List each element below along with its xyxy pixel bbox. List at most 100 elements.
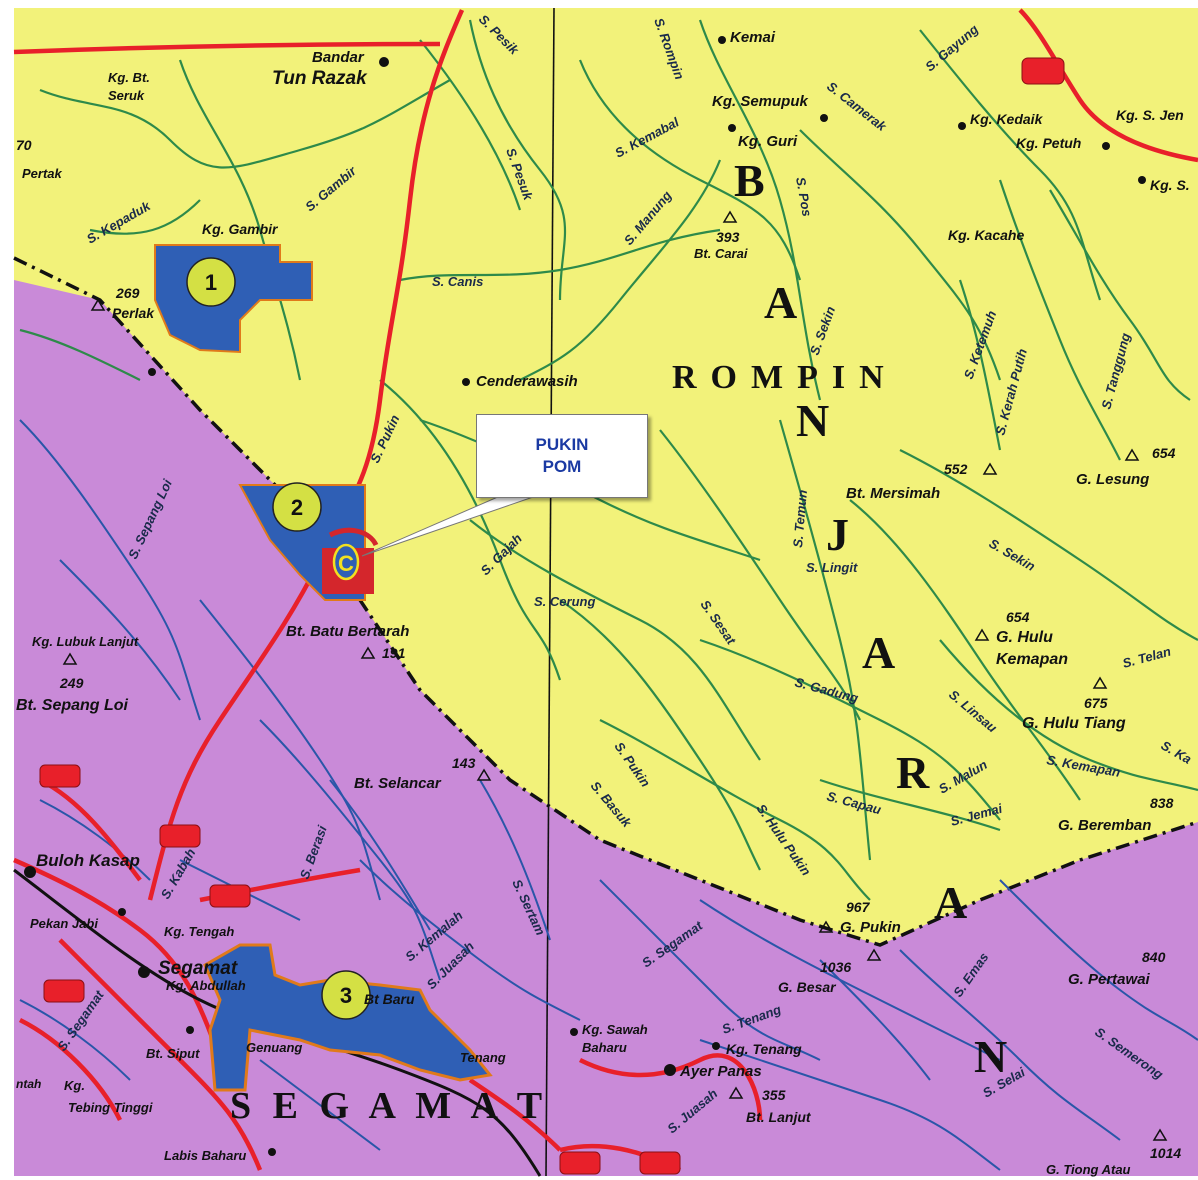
place-label: Kg. Bt. <box>108 70 150 85</box>
place-label: Kg. Semupuk <box>712 93 809 110</box>
height-label: 393 <box>716 229 740 245</box>
height-label: 191 <box>382 645 406 661</box>
place-label: Kg. S. Jen <box>1116 107 1184 123</box>
road-markers <box>39 57 1065 1175</box>
place-label: Kg. S. <box>1150 177 1190 193</box>
place-label: Segamat <box>158 958 238 979</box>
height-label: 840 <box>1142 949 1166 965</box>
place-label: Kg. Tengah <box>164 924 234 939</box>
river-label: S. Temun <box>790 489 810 548</box>
place-label: Genuang <box>246 1040 302 1055</box>
place-label: Bt. Siput <box>146 1046 200 1061</box>
banjaran-letter: R <box>896 747 930 798</box>
place-label: Kg. Abdullah <box>166 978 246 993</box>
place-label: Pertak <box>22 166 63 181</box>
height-labels: 269 393 552 654 191 249 654 675 143 838 … <box>16 137 1181 1161</box>
place-label: G. Tiong Atau <box>1046 1162 1131 1177</box>
height-label: 70 <box>16 137 32 153</box>
place-label: Kg. <box>64 1078 85 1093</box>
height-label: 355 <box>762 1087 786 1103</box>
place-label: G. Beremban <box>1058 817 1151 834</box>
place-label: Kg. Gambir <box>202 221 279 237</box>
banjaran-letter: N <box>974 1031 1007 1082</box>
mill-road <box>328 527 379 547</box>
place-label: Labis Baharu <box>164 1148 246 1163</box>
mill-symbol-letter: C <box>338 551 354 576</box>
place-label: Tun Razak <box>272 68 368 89</box>
town-dots <box>24 36 1146 1156</box>
callout-line-2: POM <box>542 457 582 476</box>
place-label: Bt Baru <box>364 991 415 1007</box>
rivers-blue <box>19 419 1198 1171</box>
place-label: Kg. Lubuk Lanjut <box>32 634 139 649</box>
height-label: 249 <box>59 675 84 691</box>
place-label: Kemai <box>730 29 776 46</box>
place-label: Cenderawasih <box>476 373 578 390</box>
place-label: Kg. Sawah <box>582 1022 648 1037</box>
roads <box>13 8 1198 1173</box>
state-boundary <box>13 256 1198 947</box>
place-label: Bt. Carai <box>694 246 748 261</box>
estate-marker-1-label: 1 <box>205 270 217 295</box>
callout-line-1: PUKIN <box>535 435 589 454</box>
place-label: G. Besar <box>778 979 837 995</box>
height-label: 675 <box>1084 695 1108 711</box>
height-label: 654 <box>1006 609 1030 625</box>
place-label: Bt. Batu Bertarah <box>286 623 409 640</box>
height-label: 143 <box>452 755 476 771</box>
river-label: S. Pos <box>793 176 815 218</box>
place-label: Kg. Tenang <box>726 1041 802 1057</box>
district-segamat: S E G A M A T <box>230 1085 548 1127</box>
rivers-green <box>19 19 1198 901</box>
place-label: Pekan Jabi <box>30 916 98 931</box>
place-labels: Bandar Tun Razak Kg. Bt. Seruk Kemai Kg.… <box>16 29 1190 1177</box>
place-label: G. Hulu Tiang <box>1022 715 1126 732</box>
banjaran-letter: B <box>734 155 765 206</box>
height-label: 967 <box>846 899 871 915</box>
place-label: Bt. Lanjut <box>746 1109 812 1125</box>
estate-marker-2: 2 <box>272 482 322 532</box>
estate-marker-3-label: 3 <box>340 983 352 1008</box>
estate-marker-2-label: 2 <box>291 495 303 520</box>
left-margin <box>0 0 14 1180</box>
river-label: S. Cerung <box>534 594 595 609</box>
banjaran-letter: A <box>934 877 967 928</box>
estate-marker-1: 1 <box>186 257 236 307</box>
place-label: Ayer Panas <box>679 1063 762 1080</box>
banjaran-label: B A N J A R A N <box>734 155 1007 1082</box>
place-label: Kemapan <box>996 651 1068 668</box>
place-label: ntah <box>16 1077 41 1091</box>
place-label: Buloh Kasap <box>36 851 140 870</box>
peak-triangles <box>62 210 1168 1141</box>
height-label: 552 <box>944 461 968 477</box>
place-label: Kg. Guri <box>738 133 798 150</box>
place-label: Bandar <box>312 49 365 66</box>
place-label: Kg. Petuh <box>1016 135 1081 151</box>
place-label: G. Pertawai <box>1068 971 1151 988</box>
place-label: Seruk <box>108 88 145 103</box>
place-label: Bt. Selancar <box>354 775 442 792</box>
district-rompin: ROMPIN <box>672 359 898 396</box>
height-label: 269 <box>115 285 140 301</box>
height-label: 1036 <box>820 959 851 975</box>
place-label: Perlak <box>112 305 155 321</box>
banjaran-letter: A <box>764 277 797 328</box>
place-label: Tebing Tinggi <box>68 1100 153 1115</box>
place-label: G. Pukin <box>840 919 901 936</box>
grid-line <box>545 7 555 1177</box>
place-label: Kg. Kedaik <box>970 111 1044 127</box>
banjaran-letter: J <box>826 509 849 560</box>
place-label: Tenang <box>460 1050 506 1065</box>
place-label: G. Lesung <box>1076 471 1149 488</box>
mill-symbol: C <box>332 543 360 581</box>
height-label: 654 <box>1152 445 1176 461</box>
river-label: S. Canis <box>432 274 483 289</box>
place-label: Kg. Kacahe <box>948 227 1024 243</box>
place-label: G. Hulu <box>996 629 1053 646</box>
height-label: 1014 <box>1150 1145 1181 1161</box>
pukin-pom-callout: PUKIN POM <box>476 414 648 498</box>
height-label: 838 <box>1150 795 1174 811</box>
banjaran-letter: A <box>862 627 895 678</box>
banjaran-letter: N <box>796 395 829 446</box>
place-label: Baharu <box>582 1040 627 1055</box>
